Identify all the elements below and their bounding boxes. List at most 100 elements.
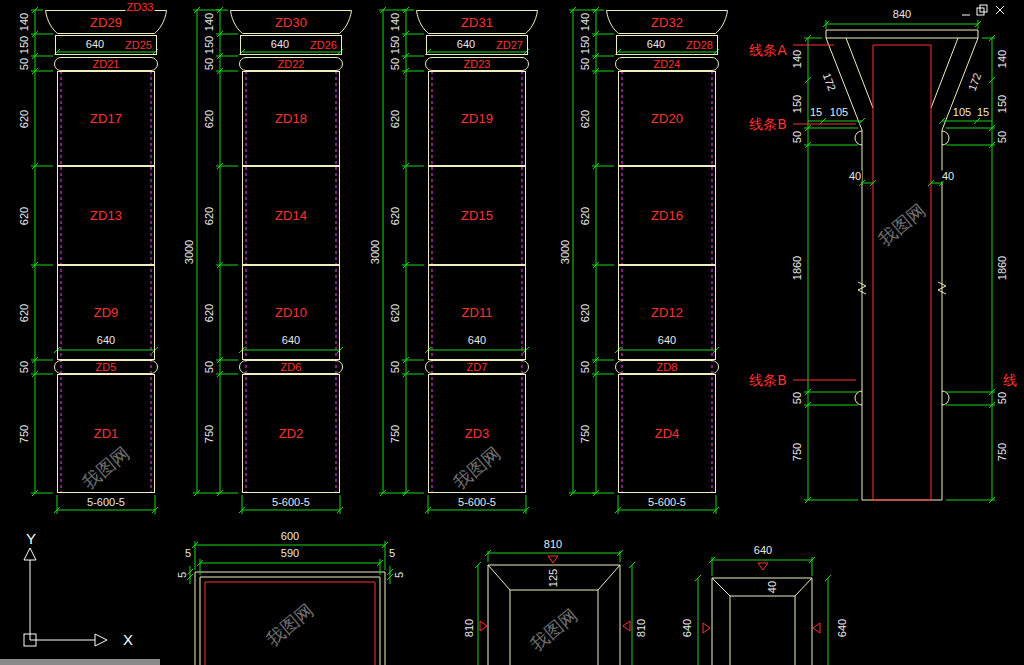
- dimension-tick: [859, 118, 865, 124]
- dimension-text: 5: [184, 548, 192, 559]
- dimension-text: 50: [997, 391, 1008, 405]
- extension-line: [488, 551, 489, 562]
- dimension-text: 150: [580, 35, 591, 55]
- shaft-line: [942, 130, 943, 500]
- dimension-line: [383, 10, 384, 493]
- dimension-line: [478, 565, 479, 665]
- capital-band: ZD26: [240, 35, 342, 55]
- frame-mitre: [598, 565, 620, 590]
- dimension-tick: [523, 347, 529, 353]
- dimension-text: 50: [580, 56, 591, 70]
- part-label: ZD28: [686, 40, 713, 51]
- shaft-panel: ZD14: [242, 166, 340, 265]
- shaft-panel: ZD12: [618, 265, 716, 360]
- ucs-arrow: [95, 634, 107, 646]
- section-marker: [623, 621, 630, 631]
- dimension-tick: [337, 347, 343, 353]
- dimension-text: 5: [388, 548, 396, 559]
- part-label: ZD5: [96, 362, 117, 373]
- dimension-text: 620: [19, 205, 30, 225]
- molding-profile: [942, 391, 949, 405]
- part-label: ZD10: [275, 306, 307, 319]
- dimension-tick: [217, 53, 223, 59]
- panel-edge-line: [432, 71, 433, 493]
- extension-line: [982, 38, 995, 39]
- shaft-panel: ZD19: [428, 71, 526, 166]
- dimension-text: 40: [767, 580, 778, 594]
- dimension-text: 150: [204, 35, 215, 55]
- dimension-tick: [820, 118, 826, 124]
- extension-line: [380, 559, 381, 575]
- dimension-text: 620: [204, 108, 215, 128]
- extension-line: [946, 128, 995, 129]
- part-label: ZD4: [655, 427, 680, 440]
- dimension-tick: [32, 371, 38, 377]
- dimension-tick: [32, 7, 38, 13]
- dimension-text: 150: [19, 35, 30, 55]
- dimension-text: 840: [892, 9, 912, 20]
- part-label: ZD8: [657, 362, 678, 373]
- cornice-top: [826, 30, 978, 38]
- dimension-line: [862, 183, 873, 184]
- dimension-text: 50: [204, 360, 215, 374]
- part-label: ZD2: [279, 427, 304, 440]
- shaft-line: [862, 130, 863, 500]
- dimension-tick: [217, 68, 223, 74]
- dimension-tick: [187, 574, 193, 580]
- extension-line: [712, 557, 713, 576]
- dimension-tick: [187, 569, 193, 575]
- shaft-panel: ZD13: [57, 166, 155, 265]
- extension-line: [978, 20, 979, 29]
- dimension-line: [57, 52, 155, 53]
- dimension-text: 3000: [370, 239, 381, 265]
- dimension-tick: [217, 31, 223, 37]
- dimension-line: [242, 350, 340, 351]
- dimension-tick: [403, 68, 409, 74]
- dimension-line: [828, 578, 829, 665]
- shaft-panel: ZD15: [428, 166, 526, 265]
- dimension-tick: [974, 118, 980, 124]
- panel-edge-line: [61, 71, 62, 493]
- dimension-tick: [32, 163, 38, 169]
- leader-line: [793, 380, 856, 381]
- frame-mitre: [795, 578, 812, 596]
- dimension-text: 15: [809, 107, 823, 118]
- dimension-line: [618, 510, 716, 511]
- molding-profile: [855, 391, 862, 405]
- dimension-text: 150: [792, 94, 803, 114]
- dimension-text: 620: [580, 108, 591, 128]
- break-mark: [858, 282, 866, 294]
- dimension-text: 50: [390, 360, 401, 374]
- dimension-tick: [32, 357, 38, 363]
- part-label: ZD27: [496, 40, 523, 51]
- callout-label: 线条B: [748, 373, 788, 387]
- dimension-tick: [217, 357, 223, 363]
- part-label: ZD21: [93, 59, 120, 70]
- section-marker: [758, 563, 768, 570]
- molding-band: ZD7: [425, 360, 529, 374]
- dimension-line: [57, 350, 155, 351]
- dimension-line: [632, 565, 633, 665]
- dimension-tick: [939, 118, 945, 124]
- dimension-text: 5: [394, 571, 405, 579]
- callout-label: 线条A: [748, 43, 788, 57]
- dimension-line: [190, 566, 191, 584]
- part-label: ZD31: [461, 16, 493, 29]
- part-label: ZD11: [462, 306, 493, 319]
- part-label: ZD22: [278, 59, 305, 70]
- part-label: ZD29: [90, 16, 122, 29]
- dimension-text: 105: [829, 107, 849, 118]
- dimension-text: 620: [390, 108, 401, 128]
- molding-band: ZD24: [615, 57, 719, 71]
- dimension-text: 172: [966, 71, 984, 94]
- section-marker: [813, 623, 820, 633]
- shaft-panel: ZD16: [618, 166, 716, 265]
- cornice-profile: [931, 38, 958, 108]
- dimension-text: 140: [997, 49, 1008, 69]
- status-tabs: [0, 659, 160, 665]
- dimension-line: [428, 510, 526, 511]
- cornice-profile: [846, 38, 873, 108]
- dimension-tick: [32, 490, 38, 496]
- dimension-text: 1860: [792, 255, 803, 281]
- dimension-text: 1860: [997, 255, 1008, 281]
